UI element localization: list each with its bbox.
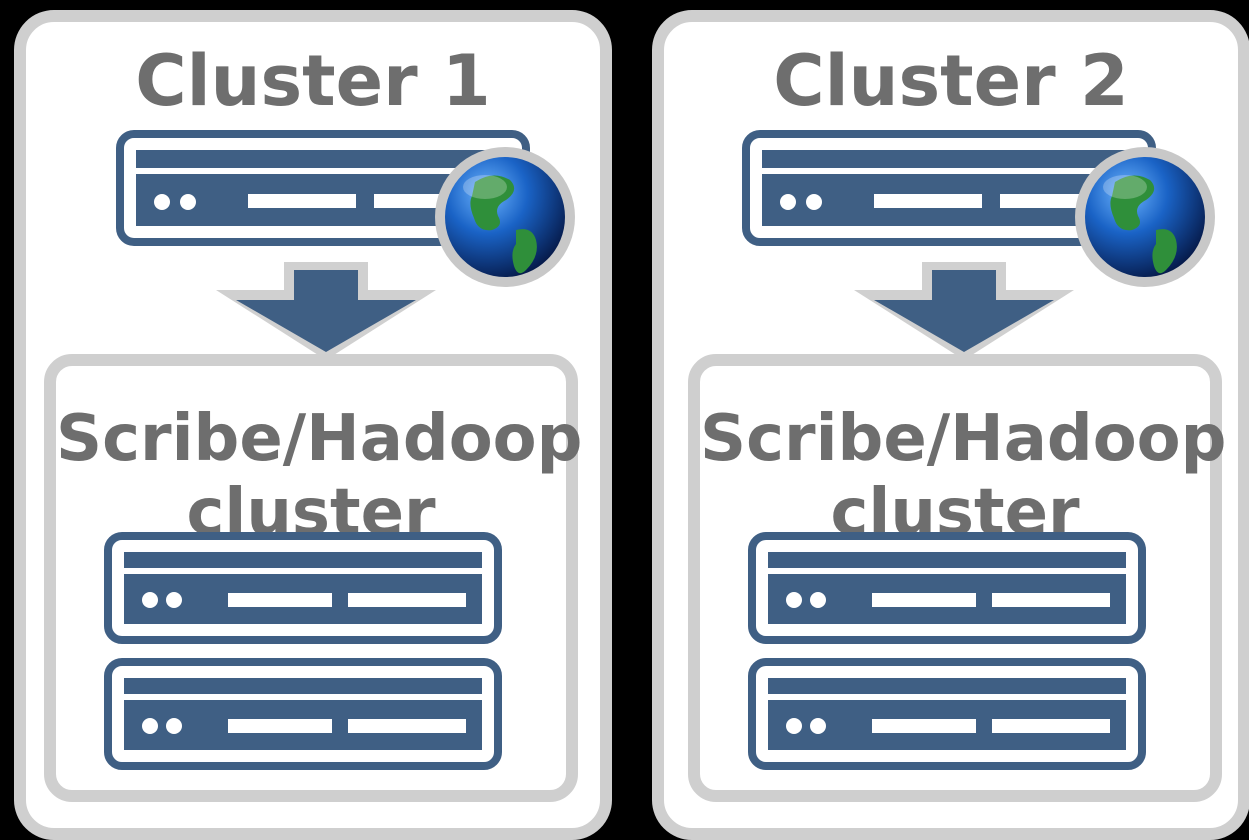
globe-icon [1075,147,1215,287]
server-icon [104,532,502,644]
hadoop-cluster-box: Scribe/Hadoop cluster [688,354,1227,802]
hadoop-cluster-label: Scribe/Hadoop cluster [700,402,1227,550]
server-icon [748,658,1146,770]
cluster-title: Cluster 2 [773,40,1129,122]
server-icon [104,658,502,770]
cluster-panel-2: Cluster 2 Scribe/Hadoop cluster [652,10,1249,840]
hadoop-cluster-label: Scribe/Hadoop cluster [56,402,583,550]
cluster-panel-1: Cluster 1 Scribe/Hadoop cluster [14,10,612,840]
hadoop-cluster-label-line1: Scribe/Hadoop [700,402,1227,476]
arrow-down-icon [854,262,1074,360]
arrow-down-icon [216,262,436,360]
hadoop-cluster-box: Scribe/Hadoop cluster [44,354,583,802]
globe-icon [435,147,575,287]
hadoop-cluster-label-line1: Scribe/Hadoop [56,402,583,476]
server-icon [748,532,1146,644]
cluster-title: Cluster 1 [135,40,491,122]
